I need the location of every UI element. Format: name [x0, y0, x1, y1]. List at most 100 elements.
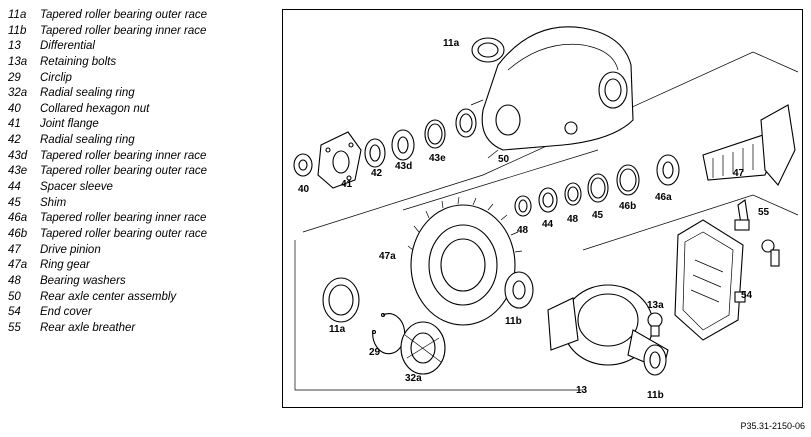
- retaining-bolt-small: [761, 239, 780, 267]
- sealing-ring-small: [455, 108, 477, 138]
- legend-part-description: Shim: [40, 196, 67, 209]
- legend-part-description: Ring gear: [40, 259, 90, 272]
- bearing-washer-48-left: [514, 195, 532, 217]
- drive-pinion: [702, 104, 796, 186]
- spacer-sleeve: [538, 187, 558, 213]
- collared-hexagon-nut: [293, 153, 313, 177]
- bearing-outer-race-11a-top: [471, 37, 505, 63]
- legend-part-description: Tapered roller bearing inner race: [40, 212, 207, 225]
- legend-part-number: 47a: [8, 259, 28, 272]
- radial-sealing-ring-42: [364, 138, 386, 168]
- legend-part-number: 46b: [8, 227, 28, 240]
- legend-part-description: Tapered roller bearing inner race: [40, 149, 207, 162]
- legend-part-description: Tapered roller bearing outer race: [40, 227, 208, 240]
- callout-41: 41: [341, 179, 353, 190]
- ring-gear: [407, 196, 523, 326]
- legend-part-number: 41: [8, 118, 21, 131]
- callout-13: 13: [576, 385, 588, 396]
- callout-47: 47: [733, 168, 745, 179]
- legend-row: 42 Radial sealing ring: [8, 133, 278, 149]
- joint-flange: [317, 131, 362, 189]
- figure-reference-code: P35.31-2150-06: [740, 421, 805, 431]
- callout-47a: 47a: [379, 251, 396, 262]
- legend-part-number: 55: [8, 321, 21, 334]
- radial-sealing-ring-32a: [400, 321, 446, 375]
- legend-row: 29 Circlip: [8, 71, 278, 87]
- bearing-inner-race-43d: [391, 129, 415, 161]
- legend-row: 54 End cover: [8, 305, 278, 321]
- callout-45: 45: [592, 210, 604, 221]
- legend-row: 32a Radial sealing ring: [8, 86, 278, 102]
- legend-part-description: End cover: [40, 306, 92, 319]
- bearing-outer-race-46b: [616, 164, 640, 196]
- callout-43e: 43e: [429, 153, 446, 164]
- legend-row: 11b Tapered roller bearing inner race: [8, 24, 278, 40]
- bearing-outer-race-43e: [424, 119, 446, 149]
- legend-part-number: 29: [8, 71, 21, 84]
- bearing-outer-race-11a-bottom: [322, 277, 360, 323]
- callout-11b-bottom: 11b: [647, 390, 664, 401]
- legend-part-description: Circlip: [40, 71, 72, 84]
- legend-row: 44 Spacer sleeve: [8, 180, 278, 196]
- rear-axle-center-housing: [470, 26, 634, 159]
- callout-46a: 46a: [655, 192, 672, 203]
- callout-44: 44: [542, 219, 554, 230]
- exploded-diagram-frame: 11a 50 40 41 42 43d 43e 47 46a 46b 45 48…: [282, 9, 803, 408]
- legend-row: 13a Retaining bolts: [8, 55, 278, 71]
- legend-row: 46a Tapered roller bearing inner race: [8, 211, 278, 227]
- legend-part-description: Radial sealing ring: [40, 87, 135, 100]
- legend-part-number: 11b: [8, 24, 27, 37]
- bearing-inner-race-11b-mid: [504, 271, 534, 309]
- legend-part-description: Drive pinion: [40, 243, 101, 256]
- legend-part-number: 54: [8, 306, 21, 319]
- legend-part-description: Collared hexagon nut: [40, 102, 150, 115]
- legend-row: 47a Ring gear: [8, 258, 278, 274]
- legend-part-description: Radial sealing ring: [40, 134, 135, 147]
- legend-part-number: 13a: [8, 55, 28, 68]
- shim: [587, 173, 609, 203]
- legend-part-number: 45: [8, 196, 21, 209]
- callout-40: 40: [298, 184, 310, 195]
- callout-11b-mid: 11b: [505, 316, 522, 327]
- bearing-inner-race-11b-bottom: [643, 344, 667, 376]
- legend-part-description: Differential: [40, 40, 95, 53]
- callout-46b: 46b: [619, 201, 636, 212]
- legend-part-description: Tapered roller bearing outer race: [40, 9, 208, 21]
- legend-part-number: 44: [8, 181, 21, 194]
- legend-part-description: Retaining bolts: [40, 55, 117, 68]
- bearing-washer-48-right: [564, 182, 582, 206]
- bearing-inner-race-46a: [656, 154, 680, 186]
- retaining-bolt: [647, 312, 663, 337]
- callout-11a-bottom: 11a: [329, 324, 346, 335]
- legend-row: 55 Rear axle breather: [8, 321, 278, 337]
- end-cover: [674, 219, 746, 341]
- callout-50: 50: [498, 154, 510, 165]
- legend-part-number: 46a: [8, 212, 28, 225]
- legend-part-description: Rear axle breather: [40, 321, 136, 334]
- callout-32a: 32a: [405, 373, 422, 384]
- guide-line: [294, 240, 583, 391]
- legend-part-description: Rear axle center assembly: [40, 290, 177, 303]
- legend-part-number: 43e: [8, 165, 28, 178]
- callout-11a-top: 11a: [443, 38, 460, 49]
- legend-part-number: 42: [8, 134, 21, 147]
- callout-48-right: 48: [567, 214, 579, 225]
- legend-row: 46b Tapered roller bearing outer race: [8, 227, 278, 243]
- callout-54: 54: [741, 290, 753, 301]
- callout-29: 29: [369, 347, 381, 358]
- guide-line: [402, 149, 599, 211]
- legend-part-description: Spacer sleeve: [40, 181, 113, 194]
- callout-42: 42: [371, 168, 383, 179]
- legend-part-number: 11a: [8, 9, 27, 21]
- legend-part-number: 32a: [8, 87, 28, 100]
- legend-part-description: Tapered roller bearing inner race: [40, 24, 207, 37]
- legend-part-description: Tapered roller bearing outer race: [40, 165, 208, 178]
